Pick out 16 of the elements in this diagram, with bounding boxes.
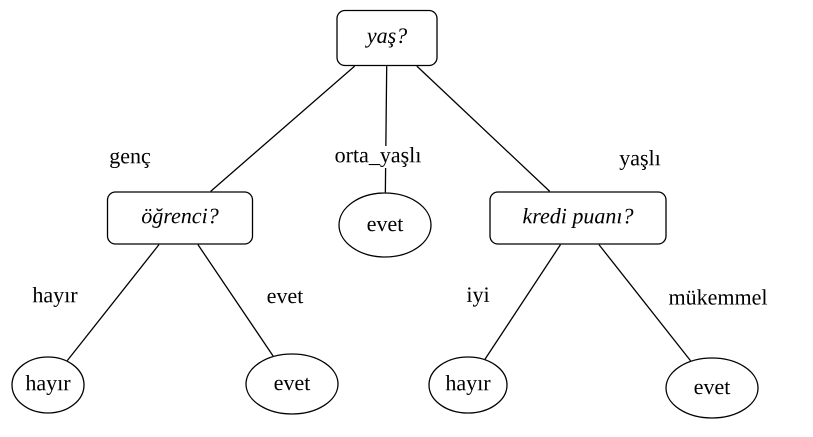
connector-line xyxy=(416,66,550,192)
edge-label: yaşlı xyxy=(618,149,662,171)
connector-line xyxy=(598,244,692,362)
edge-label: evet xyxy=(266,290,304,304)
decision-box: kredi puanı? xyxy=(489,191,667,245)
edge-label: hayır xyxy=(31,286,79,308)
decision-box: öğrenci? xyxy=(106,191,254,245)
connector-line xyxy=(210,66,356,192)
edge-label: iyi xyxy=(465,286,491,308)
edge-label: mükemmel xyxy=(668,288,768,306)
connector-line xyxy=(484,244,562,360)
connector-line xyxy=(197,244,274,356)
decision-box: yaş? xyxy=(336,10,438,66)
connector-line xyxy=(66,244,160,362)
edge-label: genç xyxy=(108,150,152,170)
edge-label: orta_yaşlı xyxy=(334,146,422,168)
